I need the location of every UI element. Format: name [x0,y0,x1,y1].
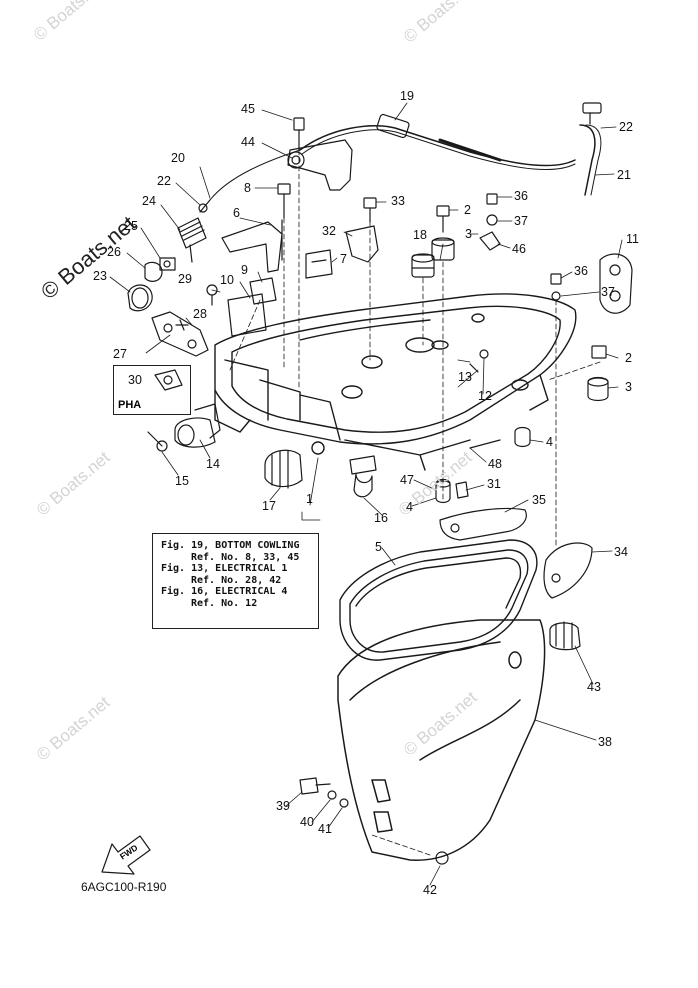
fwd-arrow-icon [101,835,151,875]
callout-15: 15 [175,474,189,488]
callout-36a: 36 [514,189,528,203]
cable-assembly [199,102,602,213]
callout-27: 27 [113,347,127,361]
callout-29: 29 [178,272,192,286]
seal-5 [339,539,538,661]
callout-4a: 4 [546,435,553,449]
callout-31: 31 [487,477,501,491]
callout-23: 23 [93,269,107,283]
callout-17: 17 [262,499,276,513]
callout-6: 6 [233,206,240,220]
callout-40: 40 [300,815,314,829]
callout-48: 48 [488,457,502,471]
callout-36b: 36 [574,264,588,278]
callout-20: 20 [171,151,185,165]
callout-47: 47 [400,473,414,487]
callout-38: 38 [598,735,612,749]
callout-16: 16 [374,511,388,525]
callout-32: 32 [322,224,336,238]
callout-19: 19 [400,89,414,103]
callout-8: 8 [244,181,251,195]
ref-numbers-3: Ref. No. 12 [191,597,258,609]
bracket-44 [287,117,353,191]
upper-right-parts [411,193,633,402]
callout-25: 25 [124,219,138,233]
callout-13: 13 [458,370,472,384]
callout-3a: 3 [465,227,472,241]
callout-1: 1 [306,492,313,506]
ref-figure-3: Fig. 16, ELECTRICAL 4 [161,586,288,597]
callout-2b: 2 [625,351,632,365]
ref-figure-1: Fig. 19, BOTTOM COWLING [161,540,300,551]
callout-21: 21 [617,168,631,182]
callout-37b: 37 [601,285,615,299]
callout-28: 28 [193,307,207,321]
callout-33: 33 [391,194,405,208]
callout-3b: 3 [625,380,632,394]
callout-46: 46 [512,242,526,256]
callout-30: 30 [128,373,142,387]
callout-35: 35 [532,493,546,507]
bottom-cowling-tray [214,293,577,471]
ref-figure-2: Fig. 13, ELECTRICAL 1 [161,563,288,574]
callout-24: 24 [142,194,156,208]
lower-cowling-38 [337,619,546,861]
pha-inset-label: PHA [118,399,142,411]
left-small-parts [127,203,303,489]
callout-45: 45 [241,102,255,116]
callout-4b: 4 [406,500,413,514]
guide-lines [229,149,601,549]
callout-39: 39 [276,799,290,813]
callout-34: 34 [614,545,628,559]
part-code: 6AGC100-R190 [81,880,167,894]
callout-42: 42 [423,883,437,897]
callout-5: 5 [375,540,382,554]
callout-18: 18 [413,228,427,242]
callout-14: 14 [206,457,220,471]
callout-44: 44 [241,135,255,149]
callout-2a: 2 [464,203,471,217]
callout-37a: 37 [514,214,528,228]
callout-43: 43 [587,680,601,694]
callout-22b: 22 [157,174,171,188]
callout-41: 41 [318,822,332,836]
callout-11: 11 [626,232,639,246]
lower-center-parts [349,349,593,599]
pha-inset-box [113,365,191,415]
leader-lines [109,102,623,886]
callout-26: 26 [107,245,121,259]
callout-12: 12 [478,389,492,403]
ref-numbers-1: Ref. No. 8, 33, 45 [191,551,300,563]
lower-fasteners [299,621,581,865]
upper-middle-parts [221,183,379,337]
callout-7: 7 [340,252,347,266]
callout-10: 10 [220,273,234,287]
callout-9: 9 [241,263,248,277]
ref-numbers-2: Ref. No. 28, 42 [191,574,282,586]
callout-22a: 22 [619,120,633,134]
reference-box: Fig. 19, BOTTOM COWLING Ref. No. 8, 33, … [152,533,319,629]
